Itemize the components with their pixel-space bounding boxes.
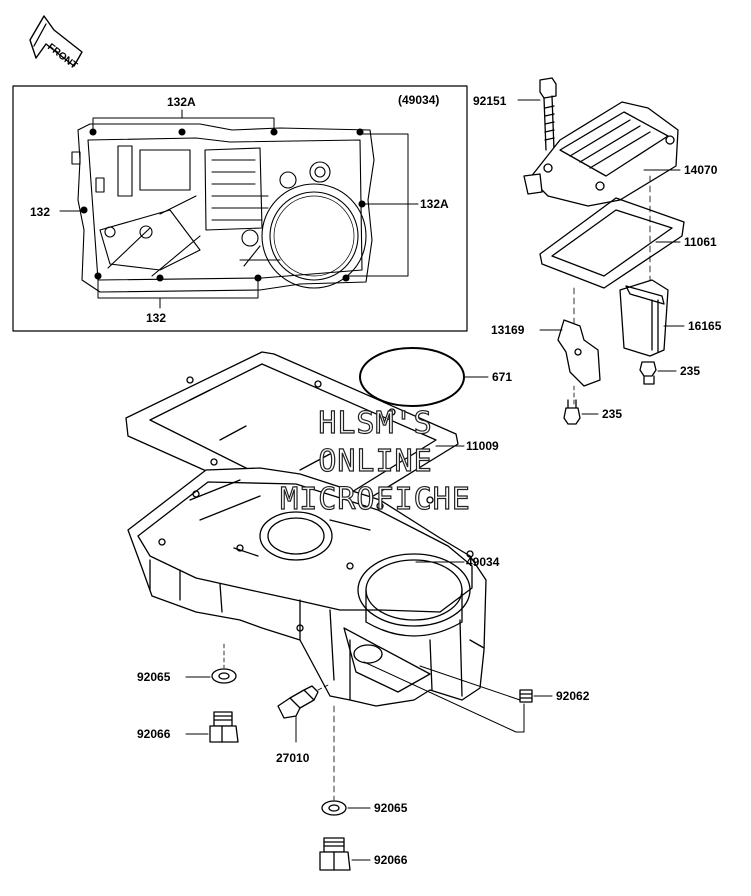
bolt-92066-top [209,711,239,743]
front-arrow: FRONT [29,15,83,72]
label-92065-top: 92065 [137,670,171,684]
label-235-right: 235 [680,364,700,378]
label-671: 671 [492,370,512,384]
label-235-left: 235 [602,407,622,421]
plate-16165 [619,279,669,357]
label-92066-top: 92066 [137,727,171,741]
o-ring-671 [359,347,465,407]
sensor-27010 [277,685,319,719]
label-132-bottom: 132 [146,311,166,325]
plug-92062 [519,689,533,703]
cover-14070 [523,101,679,207]
washer-92065-bottom [321,800,347,816]
screw-235-left [563,399,581,425]
label-27010: 27010 [276,751,310,765]
label-132-left: 132 [30,205,50,219]
label-132a-right: 132A [420,197,449,211]
bolt-92066-bottom [319,837,351,871]
label-16165: 16165 [688,319,722,333]
label-13169: 13169 [491,323,525,337]
label-14070: 14070 [684,163,718,177]
inset-ref-label: (49034) [398,93,439,107]
label-11061: 11061 [684,235,717,249]
washer-92065-top [211,668,237,684]
inset-leaders [59,109,419,309]
label-132a-top: 132A [167,95,196,109]
bolt-92151 [539,77,557,151]
gasket-11061 [539,197,685,289]
label-49034: 49034 [466,555,500,569]
inset-frame [12,85,468,332]
plate-13169 [557,319,601,387]
inset-oil-pan-bottom-view [71,123,375,293]
label-92065-bottom: 92065 [374,801,408,815]
label-11009: 11009 [466,439,499,453]
label-92066-bottom: 92066 [374,853,408,867]
label-92062: 92062 [556,689,590,703]
oil-pan-49034 [127,467,487,707]
screw-235-right [639,361,657,385]
label-92151: 92151 [473,94,507,108]
